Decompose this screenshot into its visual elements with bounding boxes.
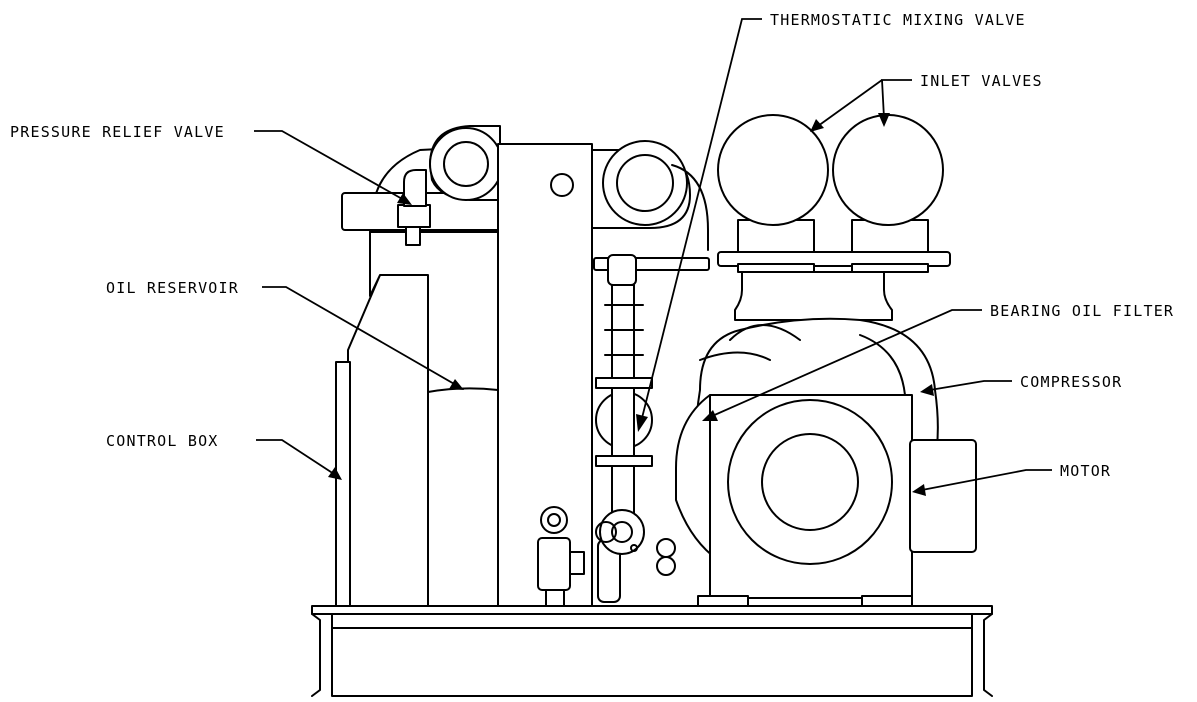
label-motor: MOTOR [1060,462,1111,480]
label-control-box: CONTROL BOX [106,432,219,450]
leader-compressor [920,380,1012,396]
leader-motor [912,469,1052,496]
label-oil-reservoir: OIL RESERVOIR [106,279,239,297]
motor [697,394,977,607]
label-compressor: COMPRESSOR [1020,373,1122,391]
base-skid [311,605,993,697]
inlet-valves [717,114,951,273]
leader-oil-reservoir [262,286,464,390]
thermostatic-valve-column [593,254,710,517]
leader-inlet-valves [810,79,912,132]
center-panel [497,143,593,607]
top-elbow-pipe [429,125,503,201]
leader-bearing-oil-filter [702,309,982,421]
leader-thermostatic-mixing-valve [636,18,762,432]
label-thermostatic-mixing-valve: THERMOSTATIC MIXING VALVE [770,11,1026,29]
relief-valve-block [341,169,501,246]
label-bearing-oil-filter: BEARING OIL FILTER [990,302,1174,320]
leader-pressure-relief-valve [254,130,412,205]
label-pressure-relief-valve: PRESSURE RELIEF VALVE [10,123,225,141]
label-inlet-valves: INLET VALVES [920,72,1043,90]
lower-fittings [537,506,676,607]
panel-elbow-pipe [591,140,709,251]
leader-control-box [256,439,342,480]
